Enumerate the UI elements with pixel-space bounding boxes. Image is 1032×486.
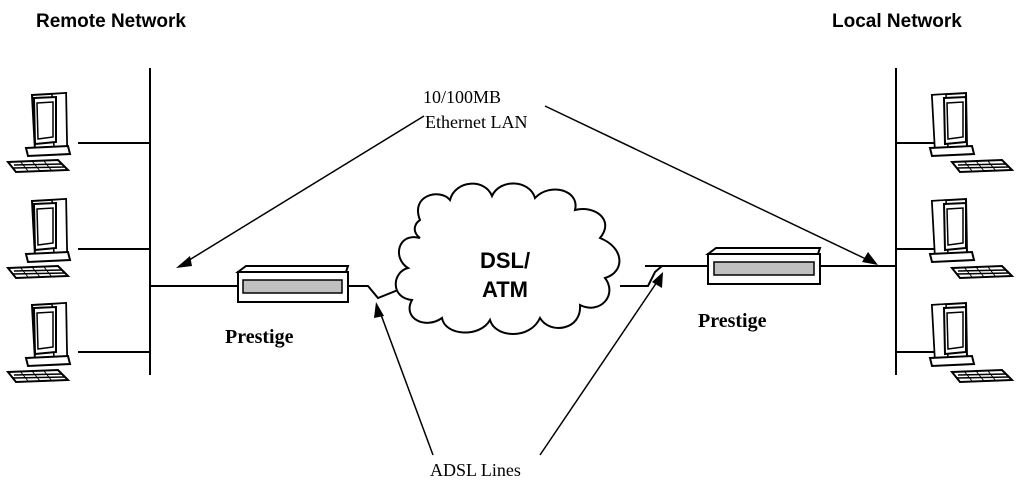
local-computer-icon [929, 198, 1013, 279]
remote-network-title: Remote Network [36, 11, 186, 32]
prestige-router-left-icon [235, 265, 350, 303]
cloud-label-line1: DSL/ [480, 248, 530, 273]
cloud-label-line2: ATM [482, 277, 528, 302]
prestige-left-label: Prestige [225, 326, 294, 348]
remote-computer-icon [7, 302, 71, 383]
prestige-right-label: Prestige [698, 310, 767, 332]
prestige-router-right-icon [705, 247, 822, 285]
remote-computer-icon [7, 92, 71, 173]
local-computer-icon [929, 92, 1013, 173]
lan-label-line1: 10/100MB [423, 87, 501, 107]
local-computer-icon [929, 302, 1013, 383]
lan-label-line2: Ethernet LAN [425, 112, 527, 132]
local-network-title: Local Network [832, 11, 962, 32]
remote-computer-icon [7, 198, 71, 279]
adsl-lines-label: ADSL Lines [430, 460, 521, 480]
dsl-atm-cloud-icon [394, 182, 621, 335]
